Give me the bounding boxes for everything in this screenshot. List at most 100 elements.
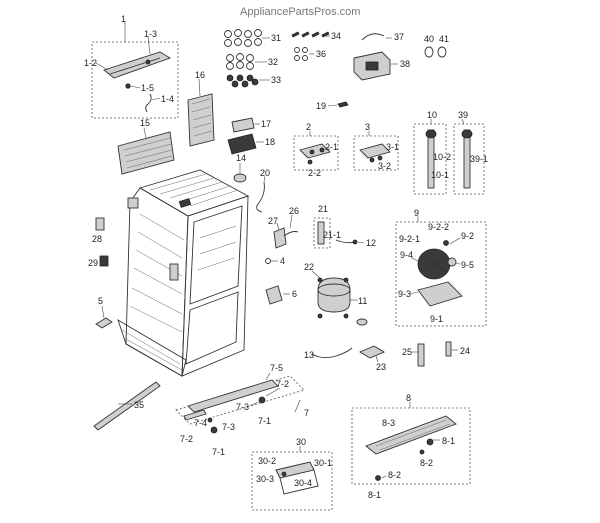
part-14-sensor[interactable] xyxy=(233,163,247,183)
callout-9-2: 9-2 xyxy=(461,231,474,241)
part-23-bracket[interactable] xyxy=(359,345,385,363)
callout-7-3b: 7-3 xyxy=(222,422,235,432)
callout-41: 41 xyxy=(439,34,449,44)
callout-7-5: 7-5 xyxy=(270,363,283,373)
callout-1-5: 1-5 xyxy=(141,83,154,93)
callout-24: 24 xyxy=(460,346,470,356)
callout-7: 7 xyxy=(304,408,309,418)
callout-17: 17 xyxy=(261,119,271,129)
part-7-cover-assembly[interactable] xyxy=(175,372,305,434)
callout-15: 15 xyxy=(140,118,150,128)
callout-30-1: 30-1 xyxy=(314,458,332,468)
callout-1-2: 1-2 xyxy=(84,58,97,68)
callout-33: 33 xyxy=(271,75,281,85)
part-19-clip[interactable] xyxy=(327,101,349,108)
callout-18: 18 xyxy=(265,137,275,147)
callout-11: 11 xyxy=(358,296,367,306)
callout-5: 5 xyxy=(98,296,103,306)
callout-30-3: 30-3 xyxy=(256,474,274,484)
watermark-text: AppliancePartsPros.com xyxy=(240,6,360,18)
callout-8-3: 8-3 xyxy=(382,418,395,428)
part-21-tube-assembly[interactable] xyxy=(313,217,365,249)
part-8-base-cover-assembly[interactable] xyxy=(351,402,471,485)
callout-36: 36 xyxy=(316,49,326,59)
callout-1-4: 1-4 xyxy=(161,94,174,104)
part-5-hinge[interactable] xyxy=(95,305,113,329)
callout-6: 6 xyxy=(292,289,297,299)
part-13-tube[interactable] xyxy=(311,347,353,359)
callout-9-5: 9-5 xyxy=(461,260,474,270)
callout-2-1: 2-1 xyxy=(325,142,338,152)
callout-9-4: 9-4 xyxy=(400,250,413,260)
part-34-screws[interactable] xyxy=(291,31,330,38)
callout-20: 20 xyxy=(260,168,270,178)
part-10-duct[interactable] xyxy=(413,119,447,195)
callout-4: 4 xyxy=(280,256,285,266)
part-20-wire-harness[interactable] xyxy=(256,175,266,213)
part-1-box xyxy=(91,41,179,119)
part-group-1-top-bracket[interactable] xyxy=(91,22,179,119)
callout-2-2: 2-2 xyxy=(308,168,321,178)
part-32-clip-set[interactable] xyxy=(226,53,268,70)
part-3-assembly[interactable] xyxy=(353,131,399,171)
callout-30-2: 30-2 xyxy=(258,456,276,466)
callout-14: 14 xyxy=(236,153,246,163)
part-39-duct[interactable] xyxy=(453,118,485,195)
callout-7-3a: 7-3 xyxy=(236,402,249,412)
callout-2: 2 xyxy=(306,122,311,132)
callout-35: 35 xyxy=(134,400,144,410)
part-30-bracket-assembly[interactable] xyxy=(251,446,333,511)
callout-25: 25 xyxy=(402,347,412,357)
part-6-relay[interactable] xyxy=(265,285,290,305)
refrigerator-cabinet[interactable] xyxy=(117,169,250,377)
callout-8-2a: 8-2 xyxy=(420,458,433,468)
part-1-4-clip xyxy=(145,93,152,113)
part-25-dryer[interactable] xyxy=(412,343,425,367)
part-26-27-damper[interactable] xyxy=(273,214,299,249)
part-33-screw-set[interactable] xyxy=(226,74,270,88)
part-36-fasteners[interactable] xyxy=(294,47,315,61)
callout-8-2b: 8-2 xyxy=(388,470,401,480)
callout-21: 21 xyxy=(318,204,328,214)
part-38-housing[interactable] xyxy=(353,51,398,81)
callout-30: 30 xyxy=(296,437,306,447)
callout-10: 10 xyxy=(427,110,437,120)
part-4-fastener[interactable] xyxy=(265,258,279,264)
part-37-hose[interactable] xyxy=(361,33,392,41)
part-31-clip-set[interactable] xyxy=(224,29,271,47)
callout-8-1b: 8-1 xyxy=(368,490,381,500)
part-24-valve[interactable] xyxy=(445,341,458,357)
callout-13: 13 xyxy=(304,350,314,360)
part-17-board[interactable] xyxy=(231,117,260,133)
callout-31: 31 xyxy=(271,33,281,43)
part-9-fan-motor-assembly[interactable] xyxy=(395,216,487,327)
callout-9-2-1: 9-2-1 xyxy=(399,234,420,244)
callout-3-1: 3-1 xyxy=(386,142,399,152)
callout-9-3: 9-3 xyxy=(398,289,411,299)
part-22-compressor[interactable] xyxy=(311,270,368,326)
part-35-trim[interactable] xyxy=(93,381,161,431)
callout-27: 27 xyxy=(268,216,278,226)
callout-22: 22 xyxy=(304,262,314,272)
callout-8: 8 xyxy=(406,393,411,403)
part-28-bracket[interactable] xyxy=(95,217,105,231)
part-18-pcb-assembly[interactable] xyxy=(227,133,264,155)
part-2-assembly[interactable] xyxy=(293,131,339,171)
callout-1: 1 xyxy=(121,14,126,24)
part-40-41-caps[interactable] xyxy=(424,46,447,58)
callout-39: 39 xyxy=(458,110,468,120)
part-16-control-panel[interactable] xyxy=(187,78,215,147)
part-29-bracket[interactable] xyxy=(99,255,109,267)
callout-9-2-2: 9-2-2 xyxy=(428,222,449,232)
part-15-cover[interactable] xyxy=(117,127,175,175)
callout-38: 38 xyxy=(400,59,410,69)
callout-8-1a: 8-1 xyxy=(442,436,455,446)
callout-19: 19 xyxy=(316,101,326,111)
callout-16: 16 xyxy=(195,70,205,80)
callout-1-3: 1-3 xyxy=(144,29,157,39)
callout-9: 9 xyxy=(414,208,419,218)
callout-29: 29 xyxy=(88,258,98,268)
callout-7-1b: 7-1 xyxy=(212,447,225,457)
callout-3-2: 3-2 xyxy=(378,161,391,171)
